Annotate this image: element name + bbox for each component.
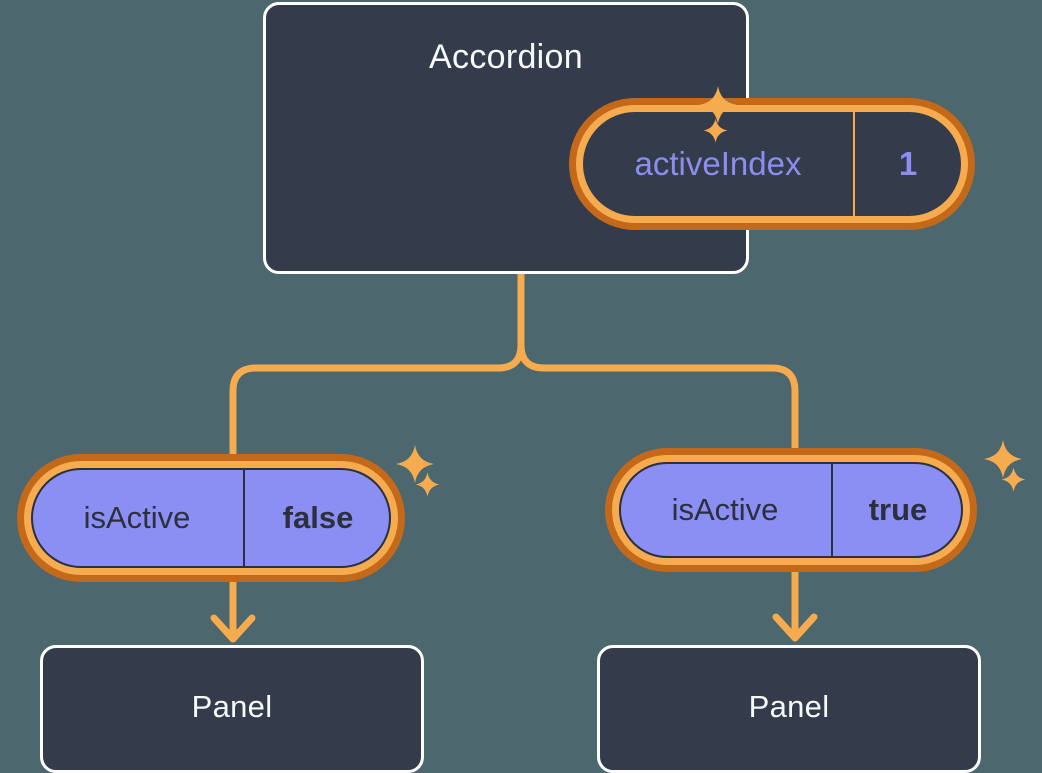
prop-value-activeindex: 1 (853, 112, 961, 216)
sparkle-small-icon (414, 471, 441, 498)
sparkle-large-icon (982, 438, 1024, 480)
wire-arrow-left-head (210, 614, 256, 643)
wire-branch-left (229, 341, 525, 466)
panel-component-card-left[interactable]: Panel (40, 645, 424, 773)
prop-name-isactive-right: isActive (671, 492, 779, 527)
wire-branch-right (517, 341, 799, 460)
prop-pill-isactive-false[interactable]: isActive false (24, 461, 398, 575)
panel-component-card-right[interactable]: Panel (597, 645, 981, 773)
prop-value-isactive-right: true (831, 462, 963, 558)
prop-name-activeindex: activeIndex (634, 145, 802, 182)
panel-card-title: Panel (191, 689, 273, 724)
sparkle-small-icon (1000, 466, 1027, 493)
prop-pill-activeindex[interactable]: activeIndex 1 (576, 105, 968, 223)
accordion-card-title: Accordion (429, 38, 583, 76)
panel-card-title: Panel (748, 689, 830, 724)
prop-pill-isactive-true[interactable]: isActive true (612, 455, 970, 565)
accordion-component-card[interactable]: Accordion activeIndex 1 (263, 2, 968, 274)
wire-arrow-right-head (772, 613, 818, 642)
prop-value-isactive-left: false (243, 468, 391, 568)
prop-name-isactive-left: isActive (83, 500, 191, 535)
sparkle-large-icon (394, 443, 436, 485)
